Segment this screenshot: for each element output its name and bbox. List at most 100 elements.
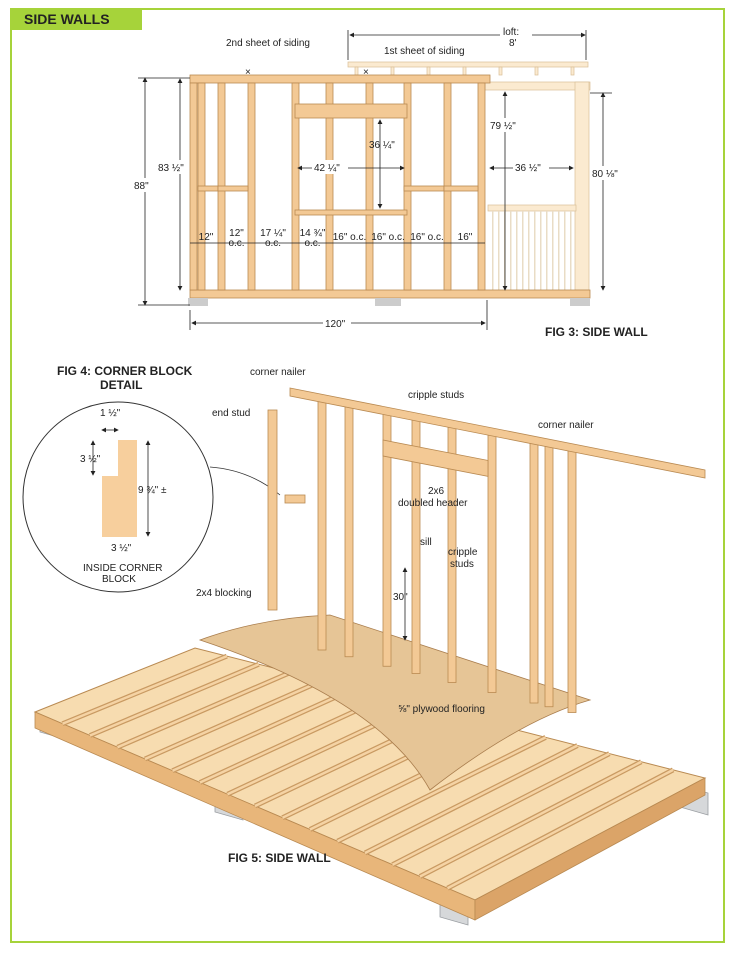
corner-block (284, 494, 306, 504)
window-header (294, 103, 408, 119)
railing-baluster (546, 211, 548, 290)
plywood-sheet (198, 614, 592, 791)
loft-post (390, 66, 395, 76)
spacing-label: 16" o.c. (410, 232, 444, 243)
fig4-corner-block-detail: FIG 4: CORNER BLOCK DETAIL 1 ½" 3 ½" 9 ¾… (22, 364, 281, 593)
spacing-label: 12" (199, 232, 214, 243)
stud (365, 82, 374, 291)
spacing-label: 16" o.c. (371, 232, 405, 243)
block-height-dim: 9 ¾" ± (138, 485, 167, 496)
corner-block-shape (102, 440, 137, 537)
loft-value: 8' (509, 38, 517, 49)
railing-baluster (558, 211, 560, 290)
door-height-dim: 79 ½" (490, 121, 516, 132)
floor-joist-top (391, 752, 610, 866)
stud (317, 401, 327, 651)
loft-post (498, 66, 503, 76)
stud (529, 443, 539, 704)
stud (247, 82, 256, 291)
floor-joist-top (419, 760, 642, 878)
floor-joist-top (171, 687, 355, 772)
sill-label: sill (420, 537, 432, 548)
cripple-label-line2: studs (450, 559, 474, 570)
spacing-label: 16" (458, 232, 473, 243)
loft-post (462, 66, 467, 76)
stud (544, 446, 554, 708)
stud-spacing-dims: 12"12"o.c.17 ¼"o.c.14 ¾"o.c.16" o.c.16" … (199, 227, 473, 249)
fig3-side-wall-elevation: 2nd sheet of siding × 1st sheet of sidin… (133, 26, 648, 339)
stud (567, 450, 577, 713)
cripple-studs-label: cripple studs (408, 390, 464, 401)
railing-baluster (492, 211, 494, 290)
window-width-dim: 42 ¼" (314, 162, 340, 174)
railing-baluster (564, 211, 566, 290)
railing-baluster (498, 211, 500, 290)
corner-nailer-right-label: corner nailer (538, 420, 594, 431)
notch-width-dim: 1 ½" (100, 408, 121, 419)
fig4-title: FIG 4: CORNER BLOCK (57, 364, 193, 378)
header-label-line2: doubled header (398, 498, 468, 509)
loft-frame (347, 61, 591, 291)
detail-circle (22, 401, 214, 593)
bottom-plate (189, 289, 591, 299)
door-width-dim: 36 ½" (515, 163, 541, 174)
floor-joist-top (117, 671, 292, 749)
floor-joist-top (89, 663, 260, 737)
floor-joist-top (364, 744, 579, 855)
total-width-dim: 120" (325, 319, 346, 330)
cripple-label: cripple (448, 547, 478, 558)
fig4-title-line2: DETAIL (100, 378, 142, 392)
spacing-label: o.c. (304, 238, 320, 249)
loft-label: loft: (503, 27, 519, 38)
svg-text:×: × (245, 67, 251, 78)
floor-joist-top (336, 736, 547, 843)
fig5-side-wall-perspective: corner nailer end stud cripple studs cor… (33, 367, 709, 926)
doubled-header (382, 439, 489, 477)
total-height-dim: 88" (134, 181, 149, 192)
block-caption-line2: BLOCK (102, 574, 136, 585)
sill-height-dim: 30" (393, 592, 408, 603)
corner-nailer-label: corner nailer (250, 367, 306, 378)
loft-height-dim: 80 ⅛" (592, 169, 618, 180)
railing-baluster (540, 211, 542, 290)
window-sill (294, 209, 408, 216)
spacing-label-top: 14 ¾" (300, 228, 326, 239)
floor-joist-top (62, 654, 228, 725)
loft-post (570, 66, 575, 76)
blocking-label: 2x4 blocking (196, 588, 252, 599)
end-stud-label: end stud (212, 408, 250, 419)
pier-block (188, 298, 208, 306)
loft-post (354, 66, 359, 76)
notch-height-dim: 3 ½" (80, 454, 101, 465)
stud (325, 82, 334, 291)
loft-post (534, 66, 539, 76)
fig5-title: FIG 5: SIDE WALL (228, 851, 331, 865)
floor-joist-top (446, 768, 674, 890)
railing-baluster (534, 211, 536, 290)
stud (291, 82, 300, 291)
stud (189, 82, 198, 291)
end-stud (267, 409, 278, 611)
svg-text:×: × (363, 67, 369, 78)
pier-block (375, 298, 401, 306)
railing-baluster (522, 211, 524, 290)
spacing-label: o.c. (265, 238, 281, 249)
stud (477, 82, 486, 291)
blocking (403, 185, 445, 192)
railing-baluster (552, 211, 554, 290)
loft-railing (354, 66, 575, 290)
top-plate (189, 74, 491, 84)
railing-baluster (570, 211, 572, 290)
blocking (217, 185, 249, 192)
plate-height-dim: 83 ½" (158, 163, 184, 174)
header-label: 2x6 (428, 486, 445, 497)
wall-studs (189, 82, 486, 291)
spacing-label: o.c. (228, 238, 244, 249)
block-caption: INSIDE CORNER (83, 563, 162, 574)
spacing-label-top: 12" (229, 228, 244, 239)
section-header: SIDE WALLS (10, 8, 142, 30)
block-width-dim: 3 ½" (111, 543, 132, 554)
pier-block (570, 298, 590, 306)
